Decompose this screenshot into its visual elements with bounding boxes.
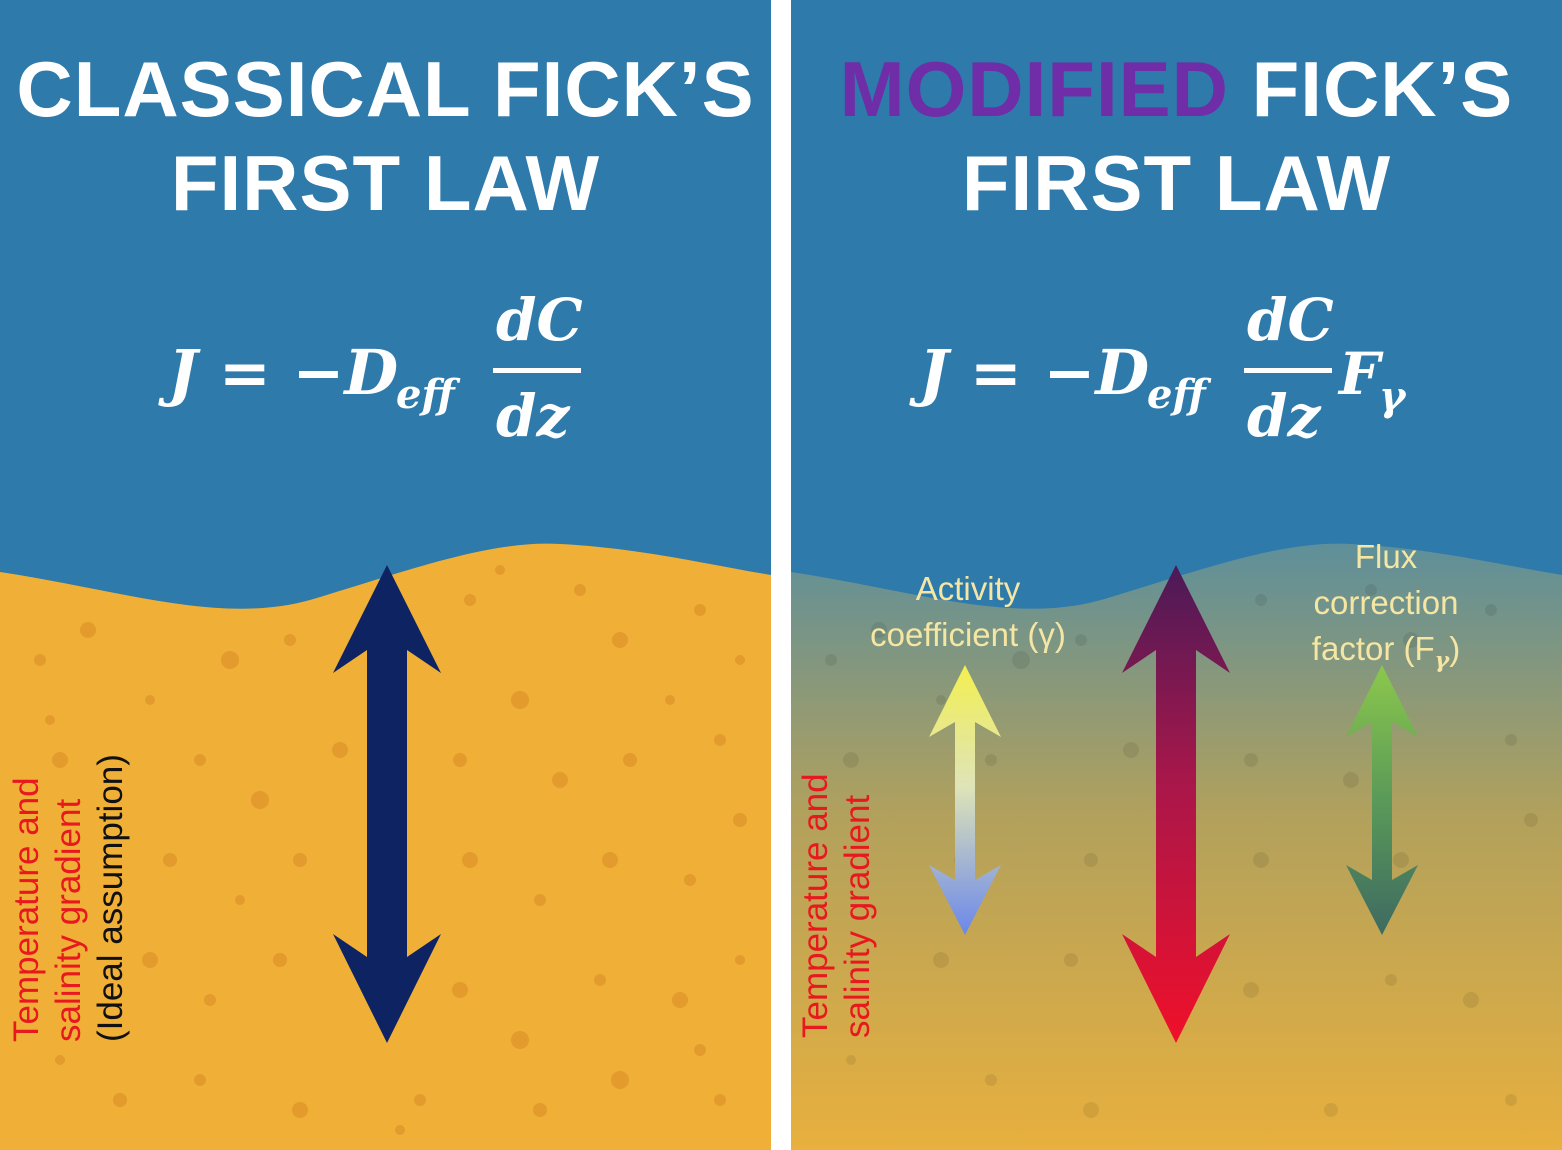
side-label-line1: Temperature and xyxy=(7,777,46,1042)
eq-j-equals: J = −D xyxy=(909,336,1149,409)
modified-side-label: Temperature and salinity gradient xyxy=(795,738,879,1038)
classical-equation: J = −D eff dC dz xyxy=(158,286,583,450)
eq-gamma-subscript: γ xyxy=(1379,373,1407,420)
flux-close: ) xyxy=(1449,630,1461,667)
double-headed-arrow-icon xyxy=(1122,565,1230,1043)
modified-equation: J = −D eff dC dz F γ xyxy=(909,286,1407,450)
activity-coefficient-label: Activity coefficient (γ) xyxy=(843,566,1093,658)
double-headed-arrow-icon xyxy=(929,665,1001,935)
modified-title-line1: MODIFIED FICK’S xyxy=(791,42,1562,136)
modified-highlight: MODIFIED xyxy=(839,45,1229,133)
eq-eff-subscript: eff xyxy=(396,371,460,418)
eq-fraction-bar xyxy=(1244,368,1332,373)
eq-fraction-bar xyxy=(493,368,581,373)
side-label-line3: (Ideal assumption) xyxy=(91,754,130,1042)
classical-title-line1: CLASSICAL FICK’S xyxy=(16,45,755,133)
double-headed-arrow-icon xyxy=(333,565,441,1043)
side-label-line1: Temperature and xyxy=(796,773,835,1038)
modified-panel: MODIFIED FICK’S FIRST LAW J = −D eff dC … xyxy=(791,0,1562,1150)
eq-f: F xyxy=(1337,340,1384,408)
eq-denominator: dz xyxy=(1247,382,1322,450)
sediment-grains xyxy=(825,584,1538,1118)
flux-line3: factor (Fγ) xyxy=(1271,626,1501,684)
eq-numerator: dC xyxy=(1247,286,1334,354)
classical-side-label: Temperature and salinity gradient (Ideal… xyxy=(6,742,132,1042)
modified-title: MODIFIED FICK’S FIRST LAW xyxy=(791,42,1562,230)
modified-background xyxy=(791,0,1562,1150)
classical-title-line2: FIRST LAW xyxy=(170,139,601,227)
activity-line2: coefficient (γ) xyxy=(870,616,1066,653)
modified-title-rest: FICK’S xyxy=(1228,45,1514,133)
eq-eff-subscript: eff xyxy=(1147,371,1211,418)
classical-title: CLASSICAL FICK’S FIRST LAW xyxy=(0,42,771,230)
flux-correction-label: Flux correction factor (Fγ) xyxy=(1271,534,1501,684)
eq-denominator: dz xyxy=(496,382,571,450)
flux-line3-text: factor (F xyxy=(1311,630,1435,667)
classical-panel: CLASSICAL FICK’S FIRST LAW J = −D eff dC… xyxy=(0,0,771,1150)
side-label-line2: salinity gradient xyxy=(49,798,88,1042)
sediment-grains xyxy=(34,565,747,1135)
activity-line1: Activity xyxy=(915,570,1021,607)
double-headed-arrow-icon xyxy=(1346,665,1418,935)
flux-line1: Flux xyxy=(1354,538,1418,575)
eq-numerator: dC xyxy=(496,286,583,354)
modified-title-line2: FIRST LAW xyxy=(961,139,1392,227)
flux-line2: correction xyxy=(1313,584,1459,621)
flux-subscript: γ xyxy=(1434,647,1450,674)
side-label-line2: salinity gradient xyxy=(838,794,877,1038)
eq-j-equals: J = −D xyxy=(158,336,398,409)
